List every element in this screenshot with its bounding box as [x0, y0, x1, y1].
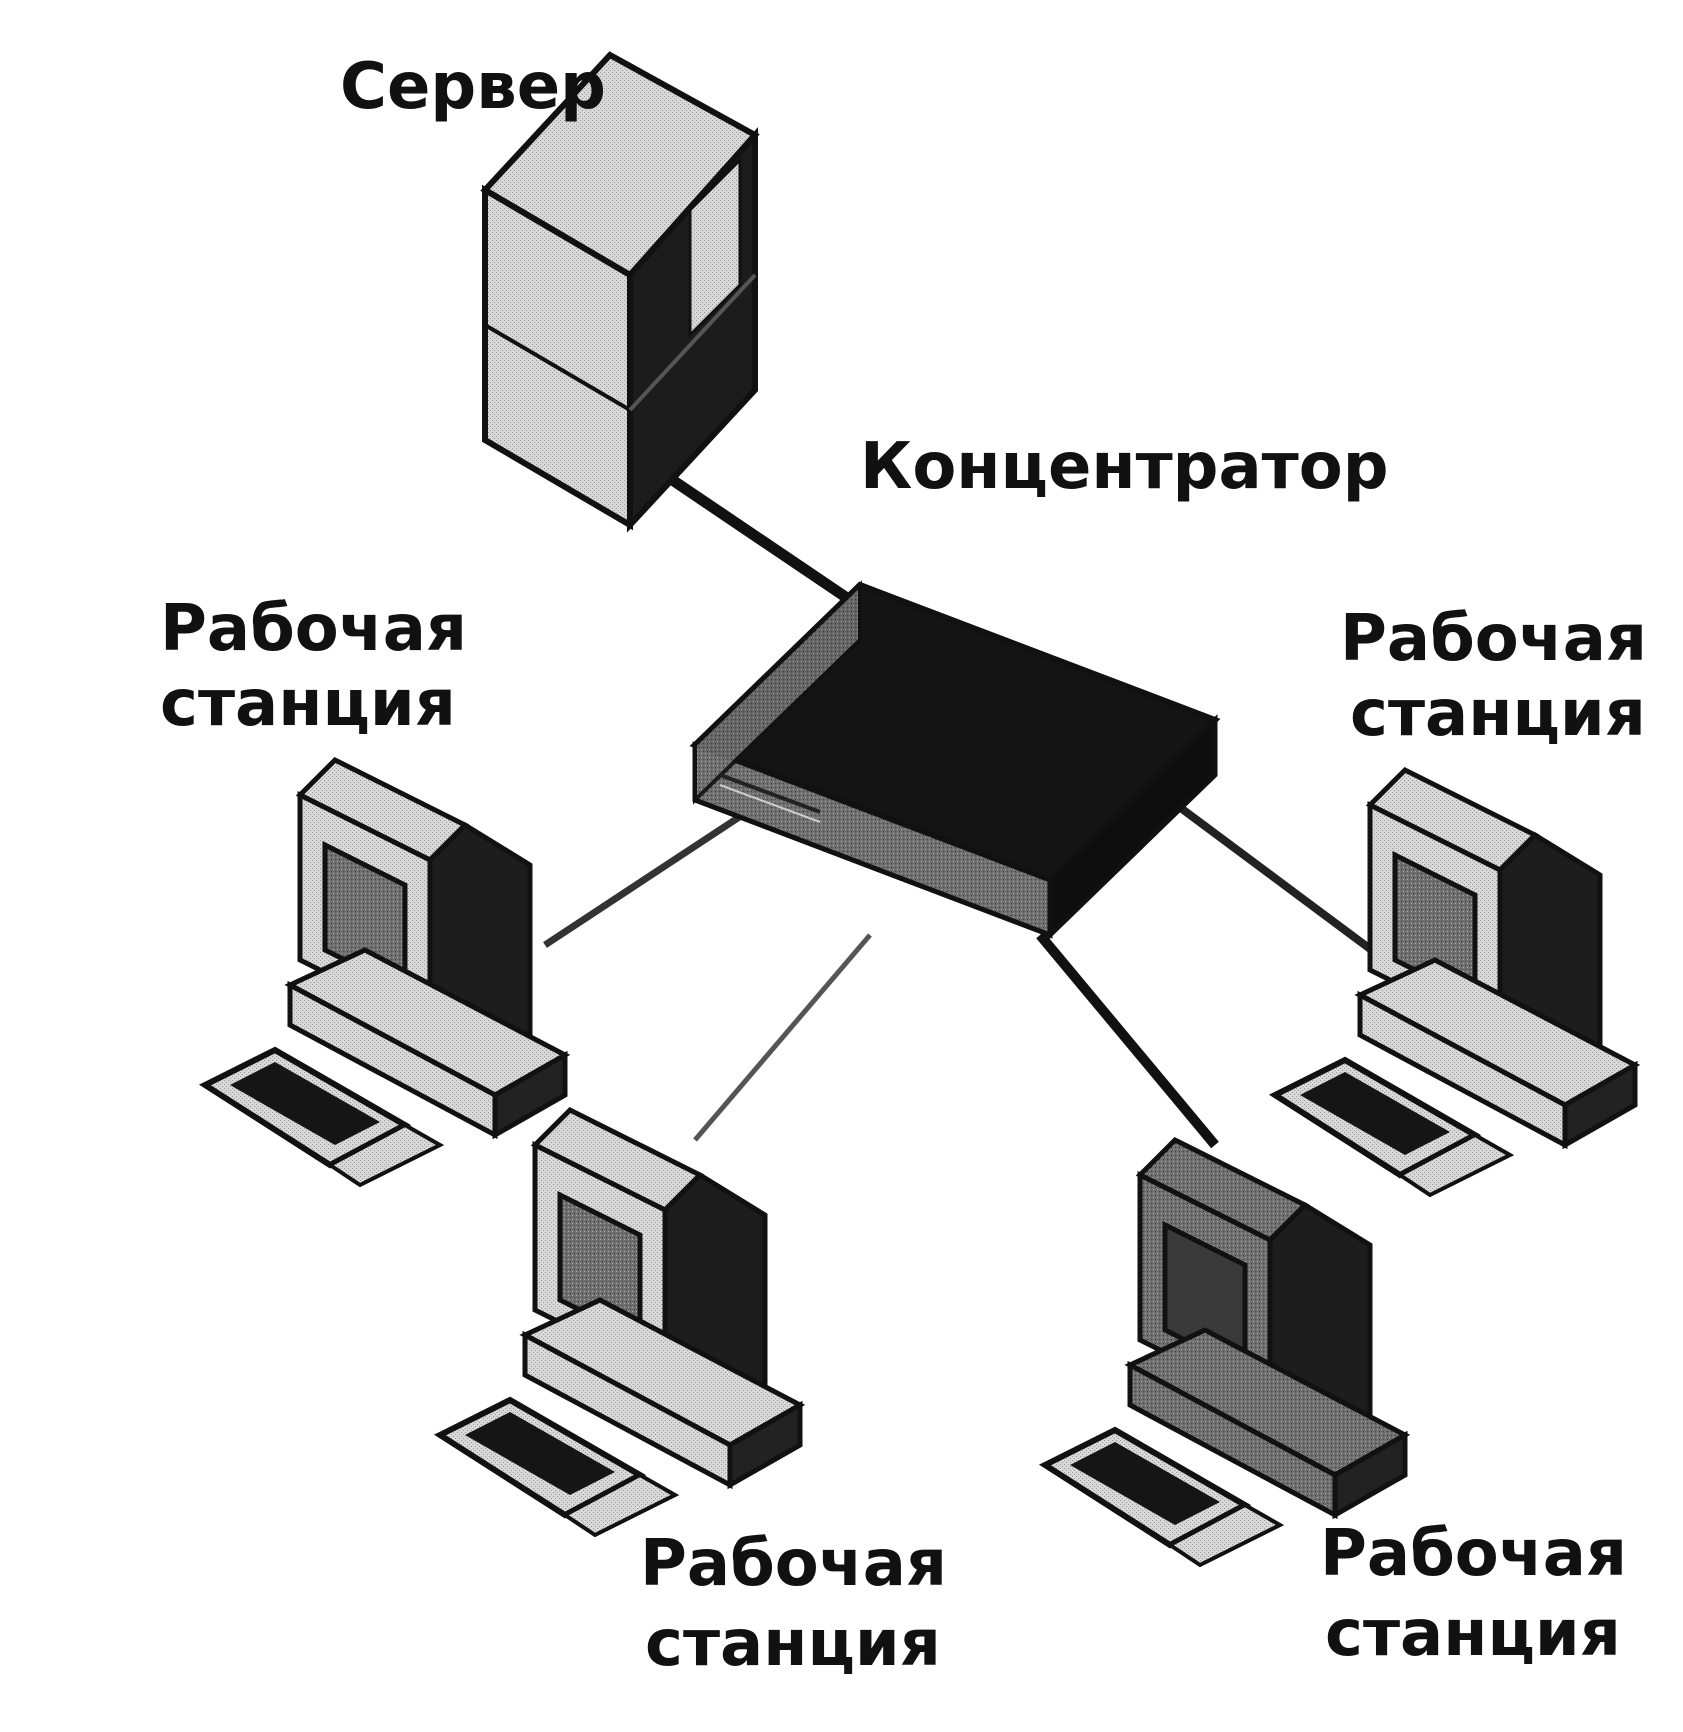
workstation-label-left: Рабочая	[160, 592, 467, 666]
workstation-label-bottom-left: Рабочая	[640, 1527, 947, 1601]
workstation-label-bottom-right-line2: станция	[1325, 1597, 1621, 1671]
workstation-label-left-line2: станция	[160, 667, 456, 741]
workstation-label-right-line2: станция	[1350, 677, 1646, 751]
server-icon	[480, 51, 760, 533]
workstation-icon-left	[198, 756, 571, 1188]
workstation-label-bottom-left-line2: станция	[645, 1607, 941, 1681]
connections	[543, 470, 1388, 1149]
link-hub-workstation-bottom-left	[693, 933, 872, 1142]
hub-label: Концентратор	[860, 430, 1389, 504]
workstation-icon-right	[1268, 766, 1641, 1198]
workstation-label-bottom-right: Рабочая	[1320, 1517, 1627, 1591]
link-server-hub	[661, 470, 854, 605]
workstation-label-right: Рабочая	[1340, 602, 1647, 676]
workstation-icon-bottom-right	[1038, 1136, 1411, 1568]
link-hub-workstation-bottom-right	[1036, 931, 1219, 1149]
link-hub-workstation-right	[1167, 796, 1388, 964]
server-label: Сервер	[340, 50, 606, 124]
workstation-icon-bottom-left	[433, 1106, 806, 1538]
link-hub-workstation-left	[543, 807, 752, 948]
hub-icon	[689, 580, 1221, 941]
